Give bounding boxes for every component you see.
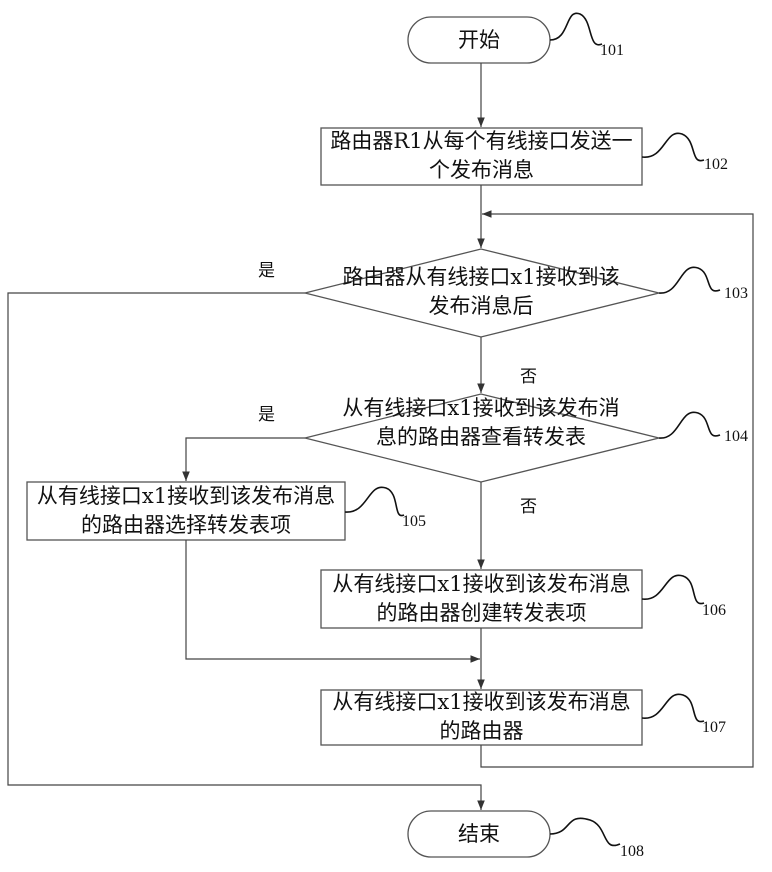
- edge-104-yes-105: [186, 438, 305, 481]
- end-label: 结束: [408, 820, 550, 849]
- leader-101: [550, 13, 602, 45]
- step-106-label: 从有线接口x1接收到该发布消息的路由器创建转发表项: [326, 570, 637, 628]
- ref-104: 104: [724, 428, 748, 446]
- decision-104-label: 从有线接口x1接收到该发布消息的路由器查看转发表: [340, 394, 622, 452]
- step-107-label: 从有线接口x1接收到该发布消息的路由器: [326, 688, 637, 746]
- no-label-104: 否: [520, 492, 537, 517]
- ref-103: 103: [724, 285, 748, 303]
- ref-102: 102: [704, 156, 728, 174]
- ref-105: 105: [402, 513, 426, 531]
- leader-108: [550, 818, 620, 845]
- ref-106: 106: [702, 602, 726, 620]
- ref-101: 101: [600, 42, 624, 60]
- no-label-103: 否: [520, 362, 537, 387]
- leader-104: [659, 412, 720, 438]
- step-102-label: 路由器R1从每个有线接口发送一个发布消息: [326, 127, 637, 185]
- yes-label-104: 是: [258, 400, 275, 425]
- yes-label-103: 是: [258, 256, 275, 281]
- start-label: 开始: [408, 26, 550, 55]
- leader-107: [642, 694, 704, 721]
- step-105-label: 从有线接口x1接收到该发布消息的路由器选择转发表项: [31, 482, 341, 540]
- leader-105: [345, 487, 404, 515]
- leader-106: [642, 575, 704, 603]
- leader-103: [659, 267, 720, 293]
- leader-102: [642, 133, 704, 160]
- ref-108: 108: [620, 843, 644, 861]
- decision-103-label: 路由器从有线接口x1接收到该发布消息后: [342, 263, 620, 321]
- ref-107: 107: [702, 719, 726, 737]
